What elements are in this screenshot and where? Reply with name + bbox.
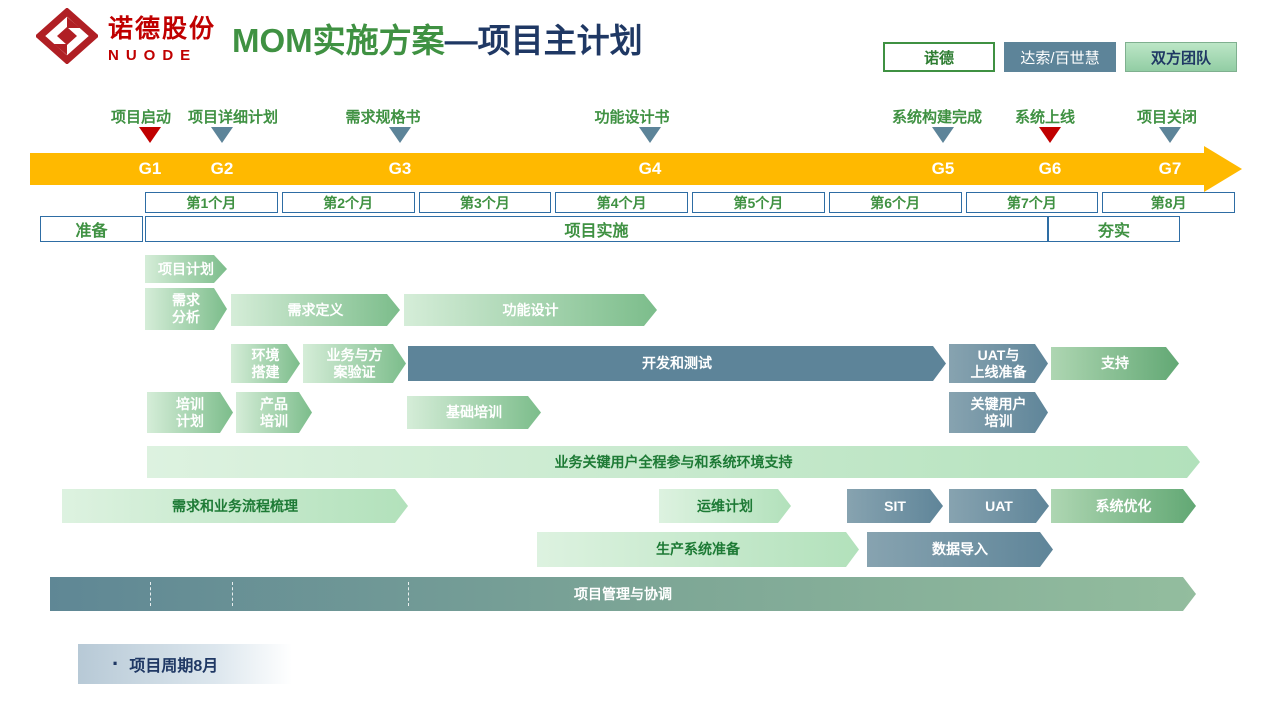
milestone-marker-icon-g1 <box>139 127 161 143</box>
company-name-en: NUODE <box>108 46 198 64</box>
gantt-bar-requirement-definition: 需求定义 <box>231 294 400 326</box>
gate-label-g1: G1 <box>138 159 162 178</box>
company-name-cn: 诺德股份 <box>108 14 217 43</box>
gantt-bar-solution-validation: 业务与方 案验证 <box>303 344 406 383</box>
gantt-bar-uat-prep: UAT与 上线准备 <box>949 344 1048 383</box>
milestone-marker-icon-g5 <box>932 127 954 143</box>
milestone-label-g6: 系统上线 <box>1014 109 1076 126</box>
gantt-bar-product-training: 产品 培训 <box>236 392 312 433</box>
gantt-bar-env-setup: 环境 搭建 <box>231 344 300 383</box>
gantt-bar-data-import: 数据导入 <box>867 532 1053 567</box>
phase-box-prepare: 准备 <box>40 216 143 242</box>
gantt-bar-support: 支持 <box>1051 347 1179 380</box>
footer-note: · 项目周期8月 <box>78 644 292 684</box>
timeline-arrow: G1 G2 G3 G4 G5 G6 G7 <box>30 146 1242 192</box>
gantt-bar-user-participation: 业务关键用户全程参与和系统环境支持 <box>147 446 1200 478</box>
gantt-bar-system-optimization: 系统优化 <box>1051 489 1196 523</box>
gate-label-g2: G2 <box>210 159 234 178</box>
gantt-bar-project-management: 项目管理与协调 <box>50 577 1196 611</box>
divider-dashed <box>408 582 409 606</box>
page-title-rest: —项目主计划 <box>444 22 643 59</box>
logo: 诺德股份 NUODE <box>36 8 216 64</box>
logo-text: 诺德股份 NUODE <box>108 9 216 64</box>
gate-label-g5: G5 <box>931 159 955 178</box>
month-cell-3: 第3个月 <box>418 192 552 213</box>
page-title: MOM实施方案—项目主计划 <box>232 14 643 62</box>
month-cell-4: 第4个月 <box>555 192 688 213</box>
gantt-bar-uat: UAT <box>949 489 1049 523</box>
divider-dashed <box>232 582 233 606</box>
gantt-bar-project-plan: 项目计划 <box>145 255 227 283</box>
month-header-row: 第1个月 第2个月 第3个月 第4个月 第5个月 第6个月 第7个月 第8月 <box>145 192 1235 213</box>
legend-chip-vendor: 达索/百世慧 <box>1004 42 1116 72</box>
gantt-bar-label: 项目管理与协调 <box>574 585 672 602</box>
gantt-bar-training-plan: 培训 计划 <box>147 392 233 433</box>
phase-box-solidify: 夯实 <box>1048 216 1180 242</box>
milestone-label-g2: 项目详细计划 <box>187 109 279 126</box>
gantt-bar-basic-training: 基础培训 <box>407 396 541 429</box>
gantt-bar-sit: SIT <box>847 489 943 523</box>
milestone-label-g7: 项目关闭 <box>1136 109 1198 126</box>
month-cell-6: 第6个月 <box>828 192 962 213</box>
timeline-arrowhead-icon <box>1204 146 1242 192</box>
gantt-bar-key-user-training: 关键用户 培训 <box>949 392 1048 433</box>
gantt-bar-requirement-analysis: 需求 分析 <box>145 288 227 330</box>
gantt-bar-ops-plan: 运维计划 <box>659 489 791 523</box>
footer-note-text: 项目周期8月 <box>129 658 219 675</box>
gantt-bar-dev-test: 开发和测试 <box>408 346 946 381</box>
legend: 诺德 达索/百世慧 双方团队 <box>883 42 1237 72</box>
gantt-bar-process-sorting: 需求和业务流程梳理 <box>62 489 408 523</box>
gate-label-g7: G7 <box>1158 159 1182 178</box>
gate-label-g6: G6 <box>1038 159 1062 178</box>
phase-box-implement: 项目实施 <box>145 216 1048 242</box>
month-cell-5: 第5个月 <box>692 192 825 213</box>
month-cell-8: 第8月 <box>1102 192 1235 213</box>
gate-label-g4: G4 <box>638 159 662 178</box>
milestone-marker-icon-g7 <box>1159 127 1181 143</box>
divider-dashed <box>150 582 151 606</box>
milestone-marker-icon-g3 <box>389 127 411 143</box>
milestone-label-g1: 项目启动 <box>110 109 172 126</box>
month-cell-2: 第2个月 <box>281 192 415 213</box>
month-cell-1: 第1个月 <box>145 192 278 213</box>
bullet-icon: · <box>112 651 120 676</box>
legend-chip-joint: 双方团队 <box>1125 42 1237 72</box>
month-cell-7: 第7个月 <box>965 192 1099 213</box>
gate-label-g3: G3 <box>388 159 412 178</box>
gantt-bar-functional-design: 功能设计 <box>404 294 657 326</box>
nuode-logo-icon <box>36 8 98 64</box>
milestone-marker-icon-g2 <box>211 127 233 143</box>
gantt-bar-production-prep: 生产系统准备 <box>537 532 859 567</box>
timeline-arrow-shaft <box>30 153 1206 185</box>
legend-chip-nuode: 诺德 <box>883 42 995 72</box>
milestone-label-g5: 系统构建完成 <box>891 109 983 126</box>
milestone-marker-icon-g6 <box>1039 127 1061 143</box>
milestone-label-g4: 功能设计书 <box>594 109 670 126</box>
milestone-label-g3: 需求规格书 <box>345 109 421 126</box>
milestone-marker-icon-g4 <box>639 127 661 143</box>
page-title-highlight: MOM实施方案 <box>232 22 445 59</box>
